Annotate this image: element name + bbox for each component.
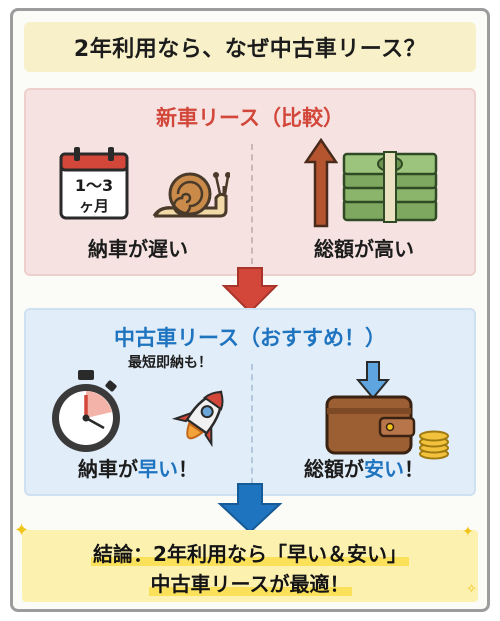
caption-text: 総額が — [304, 457, 364, 481]
calendar-range-text: 1〜3 — [75, 176, 113, 195]
caption-highlight: 安い — [364, 457, 404, 481]
new-car-panel: 新車リース（比較） 1〜3 ヶ月 納車が遅い — [24, 88, 476, 276]
calendar-icon: 1〜3 ヶ月 — [59, 147, 129, 220]
used-car-title: 中古車リース（おすすめ！） — [114, 326, 386, 350]
stopwatch-icon — [52, 370, 120, 452]
used-car-delivery-caption: 納車が早い！ — [38, 453, 238, 482]
red-down-arrow — [221, 267, 279, 314]
sparkle-icon: ✧ — [466, 582, 477, 597]
blue-down-arrow — [217, 483, 283, 534]
sparkle-icon: ✦ — [14, 520, 30, 541]
wallet-icon — [325, 395, 416, 455]
new-car-cost-cell: 総額が高い — [264, 136, 464, 266]
used-car-cost-cell: 総額が安い！ — [264, 356, 464, 486]
calendar-unit-text: ヶ月 — [79, 197, 109, 215]
conclusion-text: 結論：2年利用なら「早い＆安い」 — [91, 542, 409, 566]
conclusion-box: 結論：2年利用なら「早い＆安い」 中古車リースが最適！ — [22, 530, 478, 602]
caption-text: ！ — [178, 457, 198, 481]
sparkle-icon: ✦ — [462, 524, 474, 540]
conclusion-text: 中古車リースが最適！ — [148, 572, 352, 596]
caption-text: ！ — [404, 457, 424, 481]
question-banner: 2年利用なら、なぜ中古車リース？ — [24, 22, 476, 72]
panel-divider — [251, 364, 253, 484]
down-arrow-icon — [356, 361, 390, 400]
caption-highlight: 早い — [138, 457, 178, 481]
question-text: 2年利用なら、なぜ中古車リース？ — [73, 37, 427, 62]
new-car-delivery-cell: 1〜3 ヶ月 納車が遅い — [38, 136, 238, 266]
snail-icon — [152, 172, 230, 218]
used-car-delivery-cell: 最短即納も！ 納車が早い！ — [38, 355, 238, 486]
caption-text: 納車が — [78, 457, 138, 481]
new-car-title: 新車リース（比較） — [156, 106, 344, 130]
up-arrow-icon — [304, 138, 338, 228]
instant-delivery-badge: 最短即納も！ — [128, 355, 212, 371]
used-car-panel: 中古車リース（おすすめ！） 最短即納も！ 納車が早い！ — [24, 308, 476, 496]
coins-icon — [419, 430, 449, 460]
new-car-cost-caption: 総額が高い — [314, 237, 414, 261]
used-car-cost-caption: 総額が安い！ — [264, 453, 464, 482]
new-car-delivery-caption: 納車が遅い — [88, 237, 188, 261]
panel-divider — [251, 144, 253, 264]
conclusion-line-2: 中古車リースが最適！ — [22, 568, 478, 597]
conclusion-line-1: 結論：2年利用なら「早い＆安い」 — [22, 538, 478, 567]
rocket-icon — [171, 390, 224, 448]
money-stack-icon — [342, 151, 438, 223]
